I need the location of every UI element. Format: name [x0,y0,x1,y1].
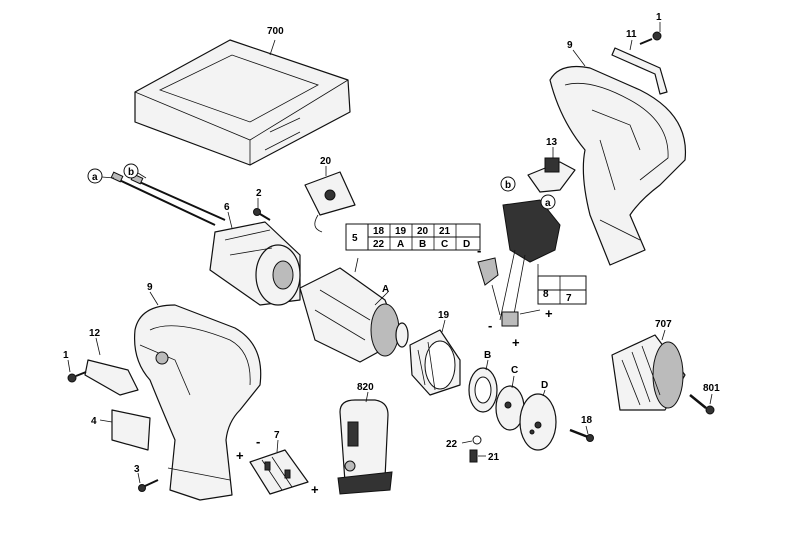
table-5-cell: D [463,239,470,250]
table-5-cell: C [441,239,448,250]
label-19: 19 [438,310,450,321]
callout-a-left: a [92,172,98,183]
part-screw-chuck [689,393,715,415]
part-ball-spring [461,435,486,463]
part-ring-b [468,359,498,413]
plus-sign-left-2: + [311,482,319,497]
minus-sign-left: - [256,434,260,449]
callout-a-right: a [545,198,551,209]
table-5-cell: 20 [417,226,429,237]
part-housing-right [549,49,687,266]
part-carry-case [134,39,351,166]
label-700: 700 [267,26,284,37]
table-8-7: 8 7 [537,264,587,305]
table-5-cell: 21 [439,226,451,237]
label-c-part: C [511,365,518,376]
label-4: 4 [91,416,97,427]
part-belt-clip [611,39,668,95]
part-screw-top [639,22,662,45]
label-6: 6 [224,202,230,213]
plus-sign-right-2: + [512,335,520,350]
callout-b-right: b [505,180,511,191]
part-screw-left [67,359,87,383]
label-1-left: 1 [63,350,69,361]
label-21: 21 [488,452,500,463]
table-5-cell: 22 [373,239,385,250]
label-2: 2 [256,188,262,199]
table-5: 5 18 19 20 21 22 A B C D [345,223,481,251]
part-housing-left [133,291,262,501]
label-20: 20 [320,156,332,167]
label-18: 18 [581,415,593,426]
part-label-plate [99,409,151,451]
table-5-cell: B [419,239,426,250]
table-7-cell: 7 [566,293,572,304]
label-820: 820 [357,382,374,393]
label-7-left: 7 [274,430,280,441]
part-terminal-block [249,439,309,495]
plus-sign-right: + [545,306,553,321]
label-9-left: 9 [147,282,153,293]
part-clip-12 [84,337,139,396]
part-switch-trigger [527,147,576,193]
label-3: 3 [134,464,140,475]
part-chuck [611,329,686,411]
label-11: 11 [626,29,637,40]
label-13: 13 [546,137,558,148]
callout-circle-a-left [87,168,103,184]
label-a-part: A [382,284,389,295]
part-wire-leads [110,171,226,226]
label-12: 12 [89,328,101,339]
part-screw-motor [253,198,271,221]
plus-sign-left: + [236,448,244,463]
callout-circle-b-left [123,163,139,179]
part-bracket [304,166,356,233]
label-d-part: D [541,380,548,391]
callout-circle-a-right [540,194,556,210]
part-switch-module [477,199,561,327]
label-9-top: 9 [567,40,573,51]
label-801: 801 [703,383,720,394]
label-1-top: 1 [656,12,662,23]
label-707: 707 [655,319,672,330]
part-clutch-ring [409,319,461,396]
part-motor [209,211,301,306]
label-22: 22 [446,439,458,450]
part-screw-18 [569,425,594,442]
part-gearbox [299,257,409,363]
table-5-label: 5 [352,233,358,244]
table-5-cell: 19 [395,226,407,237]
label-b-part: B [484,350,491,361]
table-5-cell: 18 [373,226,385,237]
callout-b-left: b [128,167,134,178]
part-screw-3 [137,472,159,492]
minus-sign-right-2: - [488,318,492,333]
table-5-cell: A [397,239,404,250]
table-8-cell: 8 [543,289,549,300]
part-plate-d [519,389,557,451]
callout-circle-b-right [500,176,516,192]
part-battery-adapter [337,391,393,495]
